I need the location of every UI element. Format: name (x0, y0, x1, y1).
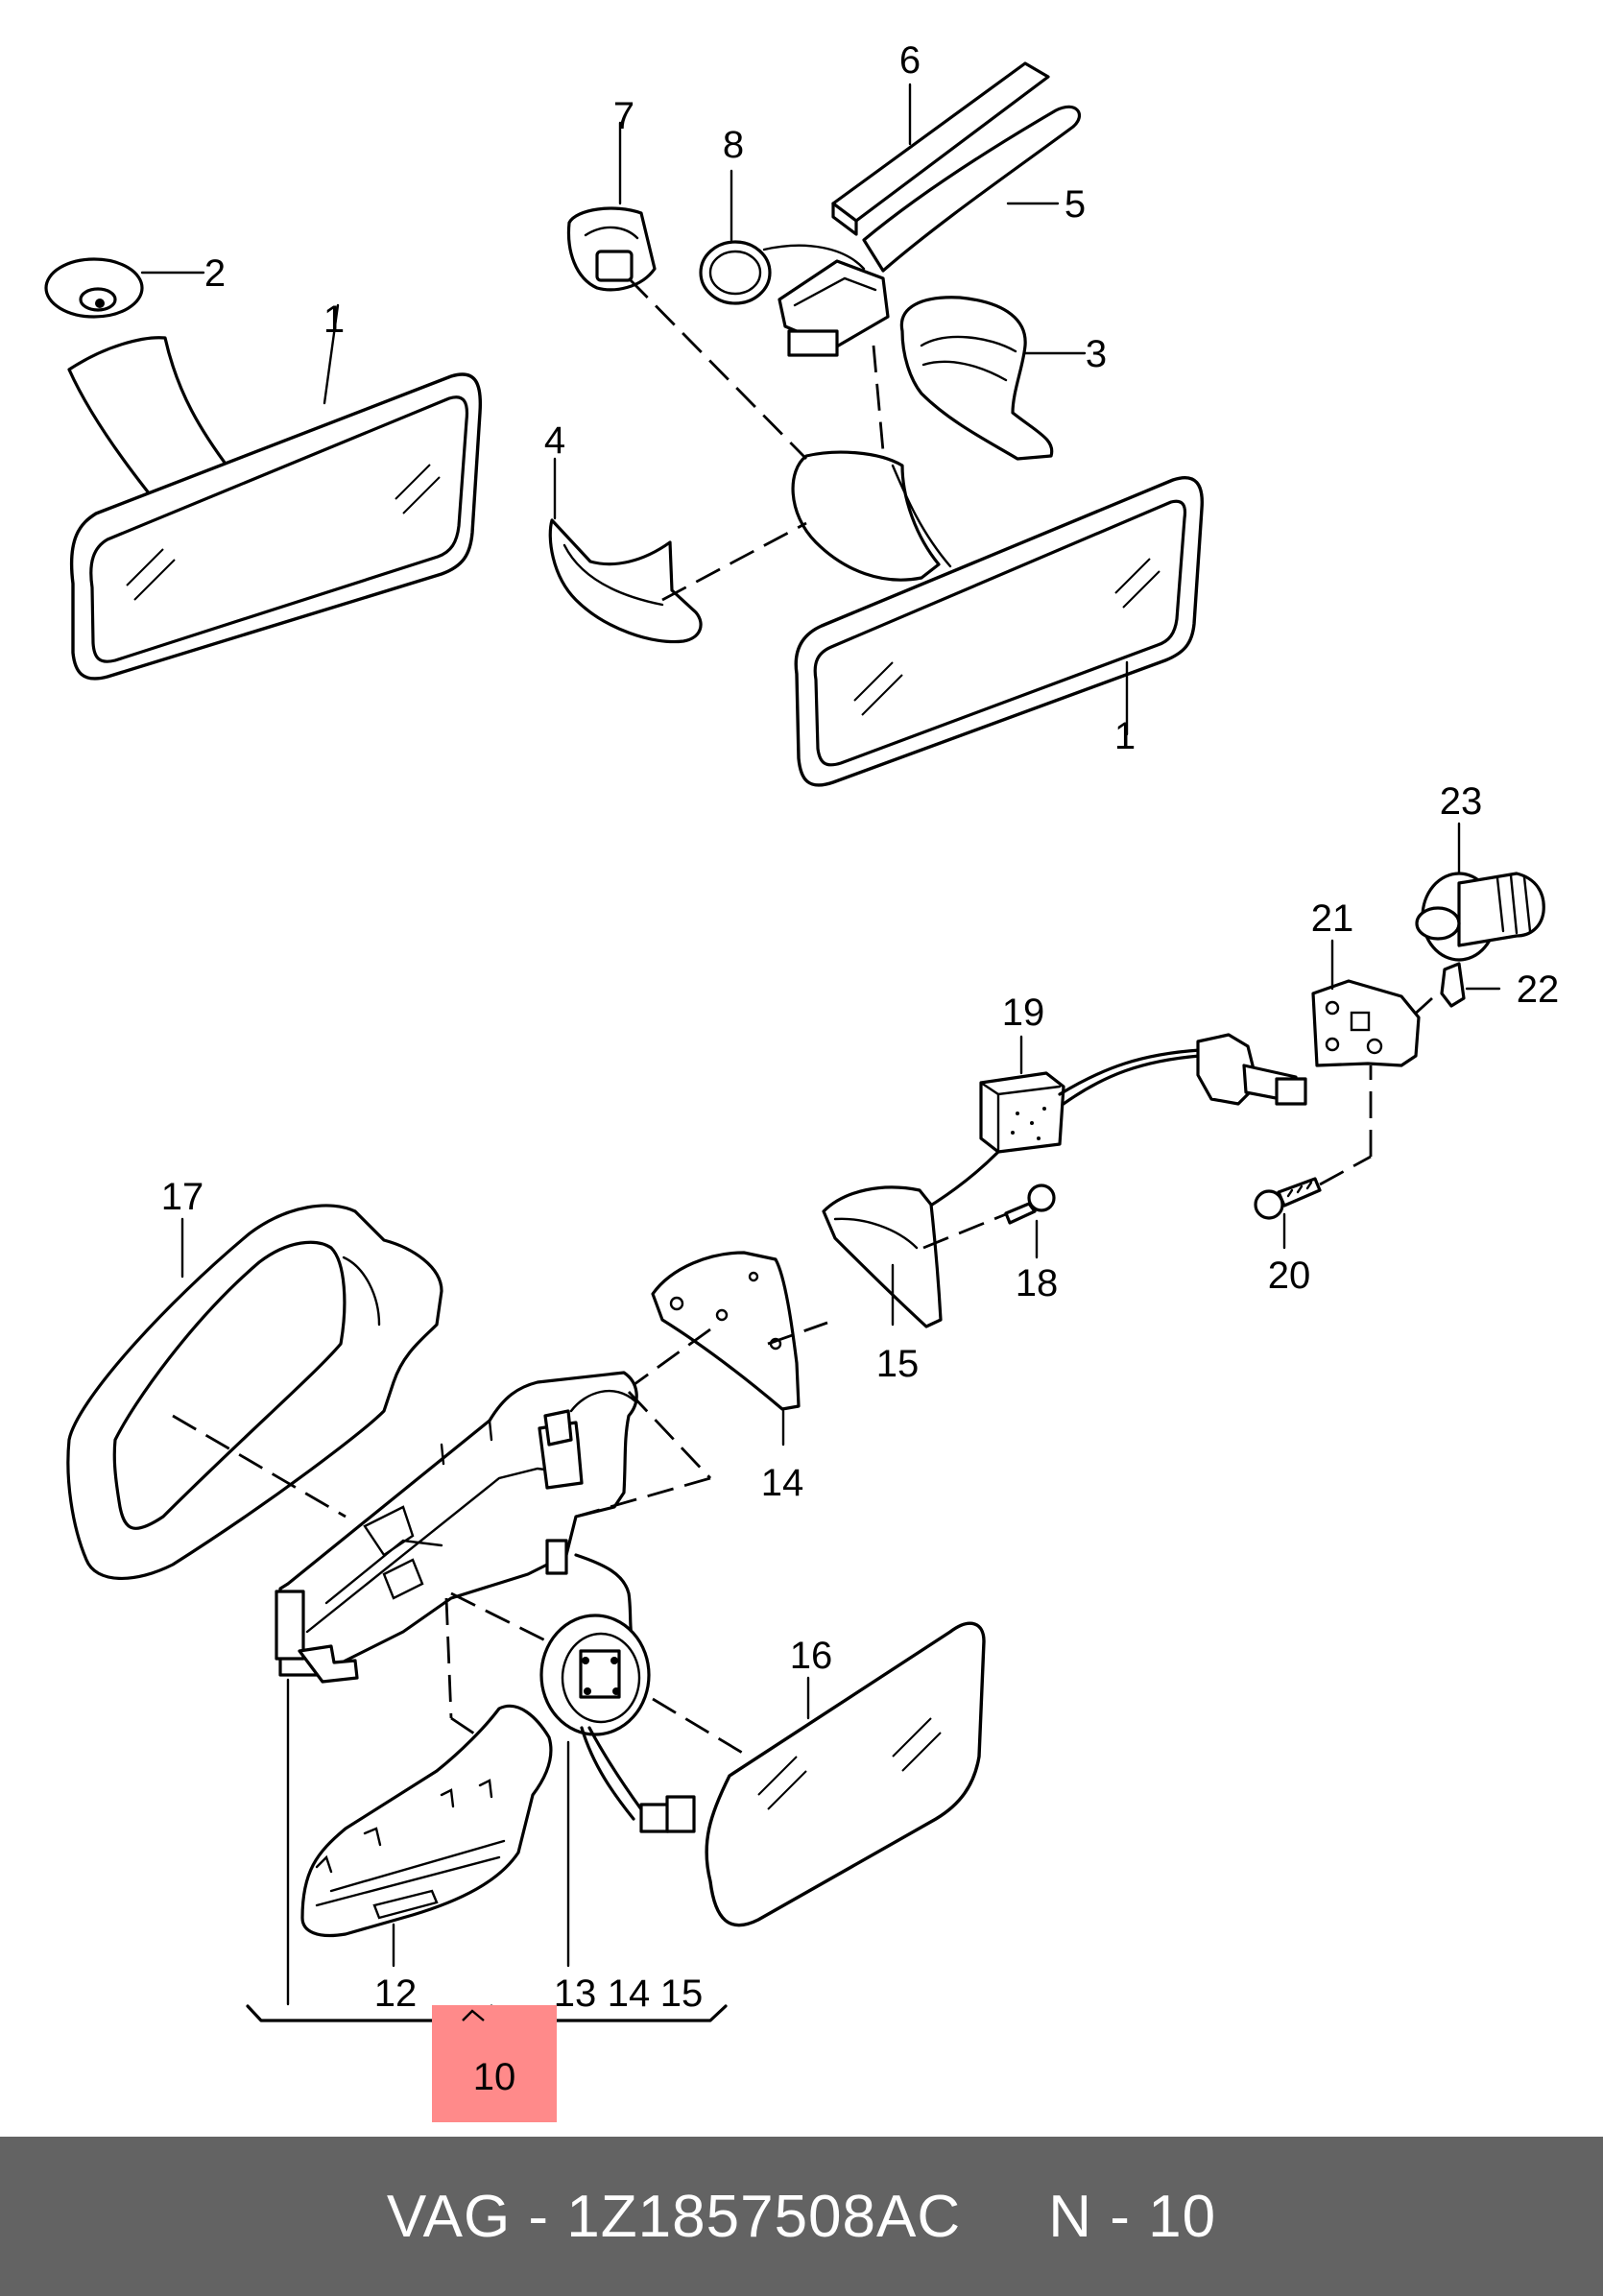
label-17: 17 (161, 1176, 204, 1218)
label-15: 15 (876, 1343, 920, 1385)
footer-gap (961, 2184, 1048, 2250)
part-16-mirror-glass (705, 1621, 986, 1927)
part-22-clip (1410, 962, 1501, 1019)
part-1-interior-mirror-right (791, 450, 1204, 787)
footer-brand: VAG (386, 2183, 512, 2250)
label-21: 21 (1311, 897, 1354, 940)
part-3-mount-cover (899, 296, 1087, 461)
label-14: 14 (761, 1462, 804, 1504)
part-1-interior-mirror-left (67, 303, 483, 681)
label-6: 6 (899, 39, 921, 82)
label-8: 8 (723, 124, 744, 166)
label-1-left: 1 (323, 299, 345, 341)
label-10: 10 (473, 2056, 516, 2098)
label-18: 18 (1016, 1262, 1059, 1304)
label-1-right: 1 (1114, 715, 1136, 757)
part-7-holder (566, 121, 657, 292)
label-4: 4 (544, 419, 565, 462)
part-15-cover-cap (822, 1185, 1007, 1328)
part-21-bracket (1311, 939, 1421, 1067)
part-2-mounting-base (44, 257, 205, 319)
part-20-screw (1254, 1065, 1373, 1250)
part-23-bulb (1415, 822, 1545, 962)
part-18-screw (1004, 1184, 1056, 1259)
label-13-group: 13 (554, 1973, 597, 2015)
footer-position-prefix: N - (1048, 2183, 1149, 2250)
part-14-gasket (623, 1251, 828, 1447)
part-labels: 1 1 2 3 4 5 6 7 8 12 13 14 15 15 14 16 1… (161, 39, 1560, 2015)
label-19: 19 (1002, 992, 1045, 1034)
label-12: 12 (374, 1973, 418, 2015)
part-13-actuator-motor (539, 1614, 750, 1833)
mirror-base-frame (275, 1371, 712, 1684)
part-5-connector-block (778, 259, 890, 357)
part-4-trim-cover (548, 457, 703, 644)
footer-separator: - (511, 2183, 567, 2250)
label-7: 7 (613, 95, 634, 137)
part-5-cable-strip (862, 105, 1081, 273)
footer-part-number: 1Z1857508AC (566, 2183, 962, 2250)
part-8-sensor (699, 169, 866, 305)
footer-position-number: 10 (1148, 2183, 1217, 2250)
part-19-wiring-harness (915, 1033, 1307, 1216)
label-16: 16 (790, 1635, 833, 1677)
part-12-lower-cover (300, 1597, 553, 1968)
label-14-group: 14 (608, 1973, 651, 2015)
exploded-parts-diagram: 1 1 2 3 4 5 6 7 8 12 13 14 15 15 14 16 1… (44, 39, 1560, 2022)
label-15-group: 15 (660, 1973, 704, 2015)
label-22: 22 (1517, 969, 1560, 1011)
part-6-strip (831, 61, 1050, 236)
highlighted-part-10: 10 (432, 2005, 557, 2122)
label-20: 20 (1268, 1255, 1311, 1297)
label-5: 5 (1065, 183, 1086, 226)
upper-assembly-leader-lines (628, 277, 885, 602)
part-17-mirror-housing (66, 1204, 443, 1581)
footer-caption: VAG - 1Z1857508AC N - 10 (387, 2183, 1216, 2251)
label-23: 23 (1440, 780, 1483, 823)
footer-bar: VAG - 1Z1857508AC N - 10 (0, 2137, 1603, 2296)
label-2: 2 (204, 252, 226, 295)
label-3: 3 (1086, 333, 1107, 375)
